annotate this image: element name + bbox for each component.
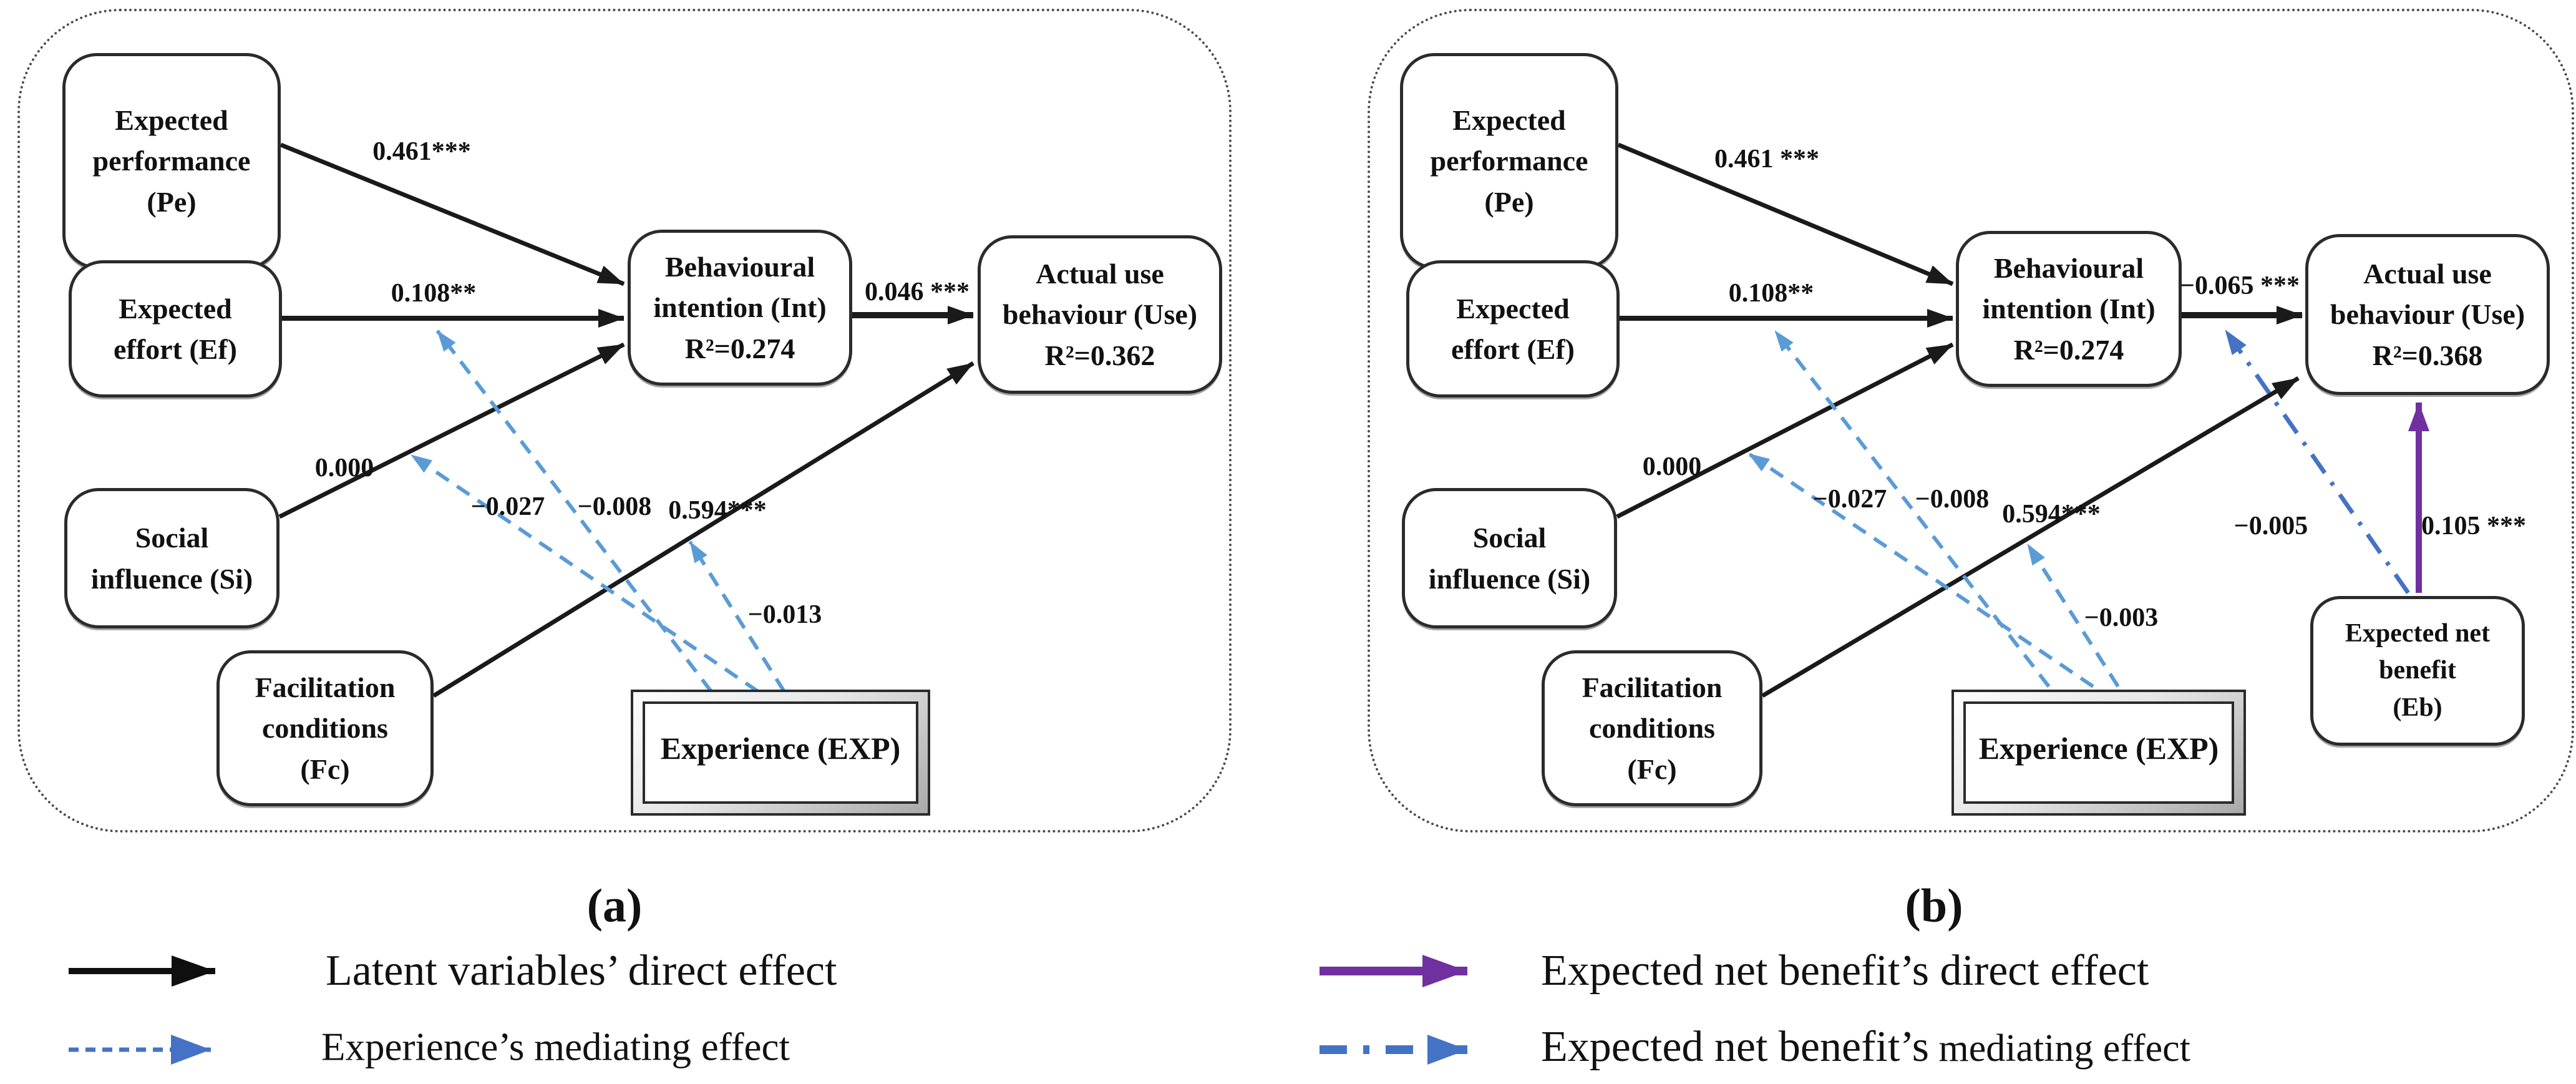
node-text-line: (Fc) [300,753,350,785]
node-text-line: intention (Int) [1982,293,2156,325]
node-text-line: effort (Ef) [114,333,237,365]
node-text-line: (Fc) [1627,753,1677,785]
experience-frame: Experience (EXP) [1963,701,2234,804]
node-text-line: intention (Int) [653,291,827,324]
coef-a-exp-ef: −0.008 [577,492,652,521]
coef-b-int-use: −0.065 *** [2180,271,2300,300]
panel-b-border [1368,9,2574,833]
node-a-expected-effort: Expected effort (Ef) [69,260,282,398]
node-text-line: Experience (EXP) [660,731,901,766]
node-text-line: conditions [262,712,388,745]
node-text-line: Actual use [1036,258,1164,290]
legend-label-experience-mediating: Experience’s mediating effect [321,1025,790,1069]
panel-a-border [17,9,1232,833]
node-b-expected-net-benefit: Expected net benefit (Eb) [2310,596,2525,746]
legend-label-eb-mediating-main: Expected net benefit’s [1541,1023,1929,1071]
experience-frame: Experience (EXP) [643,701,918,804]
coef-a-si-int: 0.000 [314,454,374,482]
coef-a-int-use: 0.046 *** [865,278,970,306]
coef-b-pe-int: 0.461 *** [1714,145,1819,173]
coef-b-fc-use: 0.594*** [2002,500,2101,529]
node-text-line: Expected [115,104,228,137]
node-text-line: Behavioural [1993,252,2144,285]
node-text-line: Expected [119,292,232,325]
coef-a-exp-fc: −0.013 [747,600,822,629]
coef-b-exp-ef: −0.008 [1915,485,1990,514]
node-text-line: Actual use [2363,258,2492,290]
coef-a-ef-int: 0.108** [391,279,477,308]
node-r2-value: R²=0.362 [1044,339,1155,371]
node-a-expected-performance: Expected performance (Pe) [62,53,281,269]
node-b-facilitation-conditions: Facilitation conditions (Fc) [1542,650,1762,806]
legend-label-eb-mediating-small: mediating effect [1928,1027,2190,1070]
coef-b-si-int: 0.000 [1642,452,1702,481]
coef-b-exp-si: −0.027 [1812,485,1887,514]
node-r2-value: R²=0.274 [684,332,795,364]
node-text-line: Experience (EXP) [1978,731,2219,766]
node-text-line: Facilitation [1582,671,1723,704]
coef-a-pe-int: 0.461*** [372,137,471,166]
node-text-line: Behavioural [664,251,815,283]
legend-label-eb-direct: Expected net benefit’s direct effect [1541,947,2149,995]
node-text-line: performance [92,145,251,177]
node-text-line: performance [1430,145,1588,177]
node-text-line: Expected [1452,104,1566,137]
node-a-behavioural-intention: Behavioural intention (Int) R²=0.274 [628,230,852,386]
coef-a-fc-use: 0.594*** [668,496,767,525]
node-text-line: (Pe) [147,185,197,218]
node-text-line: Facilitation [255,671,396,704]
coef-b-exp-fc: −0.003 [2084,603,2159,632]
node-text-line: benefit [2379,656,2456,685]
node-b-experience: Experience (EXP) [1951,690,2246,816]
node-a-facilitation-conditions: Facilitation conditions (Fc) [216,650,434,806]
node-b-social-influence: Social influence (Si) [1402,488,1617,628]
node-text-line: behaviour (Use) [2330,298,2525,331]
legend-label-latent-direct: Latent variables’ direct effect [326,947,837,995]
node-text-line: influence (Si) [1428,562,1591,595]
coef-a-exp-si: −0.027 [470,492,545,521]
node-text-line: conditions [1589,712,1715,745]
node-text-line: effort (Ef) [1451,333,1575,365]
node-b-expected-effort: Expected effort (Ef) [1406,260,1620,398]
node-text-line: Expected net [2345,618,2491,648]
node-b-expected-performance: Expected performance (Pe) [1400,53,1618,269]
node-text-line: Social [135,522,209,554]
node-text-line: Social [1472,522,1547,554]
node-r2-value: R²=0.274 [2013,333,2124,366]
node-b-behavioural-intention: Behavioural intention (Int) R²=0.274 [1956,231,2182,387]
coef-b-ef-int: 0.108** [1728,279,1814,308]
node-text-line: (Eb) [2393,693,2442,722]
node-r2-value: R²=0.368 [2372,339,2483,371]
node-b-actual-use: Actual use behaviour (Use) R²=0.368 [2305,234,2550,395]
node-a-actual-use: Actual use behaviour (Use) R²=0.362 [978,235,1222,394]
node-text-line: Expected [1456,292,1570,325]
coef-b-eb-use: 0.105 *** [2421,512,2526,540]
node-a-experience: Experience (EXP) [631,690,930,816]
legend-label-eb-mediating: Expected net benefit’s mediating effect [1541,1022,2190,1072]
caption-a: (a) [586,879,643,932]
node-text-line: (Pe) [1484,185,1534,218]
node-text-line: influence (Si) [90,562,253,595]
node-a-social-influence: Social influence (Si) [64,488,279,628]
node-text-line: behaviour (Use) [1002,298,1198,331]
caption-b: (b) [1905,879,1963,932]
coef-b-eb-intuse: −0.005 [2233,512,2308,540]
